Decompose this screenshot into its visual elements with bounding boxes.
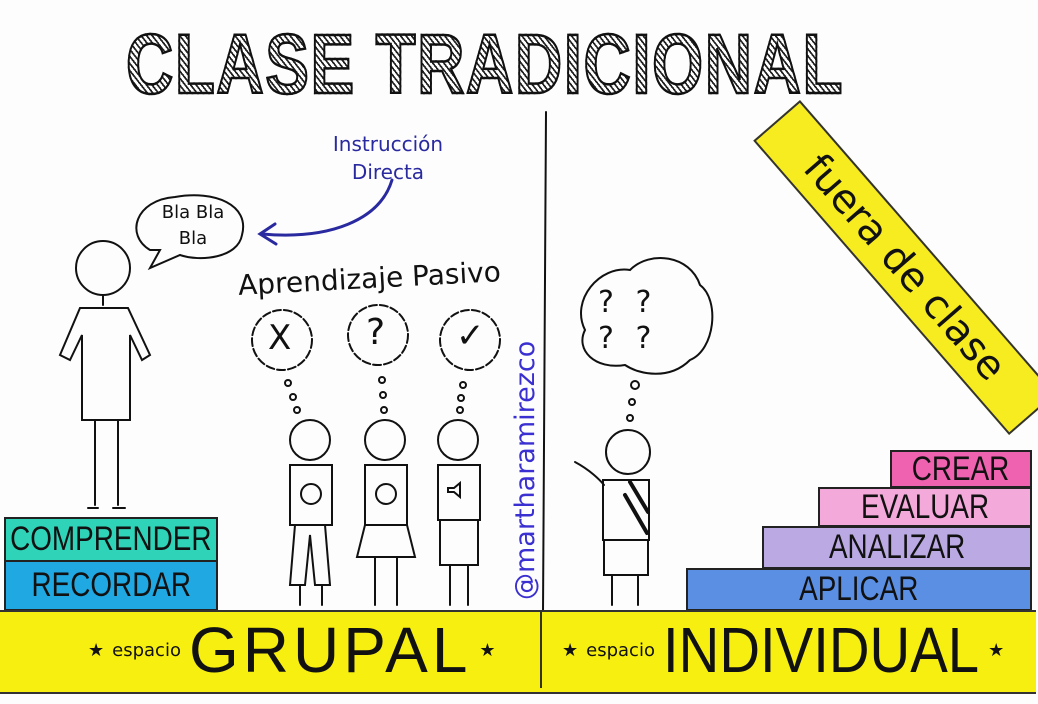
- watermark: @martharamirezco: [510, 340, 541, 600]
- star-icon: ★: [479, 639, 496, 661]
- thought-x: X: [268, 318, 292, 358]
- espacio-label: espacio: [586, 639, 655, 661]
- individual-student: [574, 257, 714, 606]
- individual-label: INDIVIDUAL: [662, 614, 980, 686]
- teacher-figure: [58, 240, 152, 509]
- step-aplicar: APLICAR: [686, 568, 1032, 611]
- thought-check: ✓: [456, 316, 485, 356]
- step-analizar: ANALIZAR: [762, 526, 1032, 569]
- espacio-label: espacio: [112, 639, 181, 661]
- space-band: [0, 610, 1036, 694]
- step-analizar-label: ANALIZAR: [828, 528, 966, 566]
- band-individual: ★ espacio INDIVIDUAL ★: [562, 612, 1004, 688]
- arrow-icon: [260, 178, 394, 237]
- step-aplicar-label: APLICAR: [799, 570, 919, 608]
- band-grupal: ★ espacio GRUPAL ★: [88, 612, 496, 688]
- grupal-label: GRUPAL: [188, 614, 472, 686]
- student-3: [437, 309, 501, 606]
- center-divider: [542, 111, 547, 613]
- page-title: CLASE TRADICIONAL: [107, 21, 864, 108]
- step-comprender-label: COMPRENDER: [10, 520, 212, 558]
- band-divider: [540, 612, 542, 688]
- step-evaluar-label: EVALUAR: [860, 487, 990, 526]
- step-crear-label: CREAR: [912, 450, 1010, 488]
- star-icon: ★: [988, 639, 1005, 661]
- student-1: [251, 309, 333, 606]
- step-recordar-label: RECORDAR: [31, 566, 191, 604]
- thought-questions: ? ? ? ?: [598, 285, 652, 356]
- speech-text: Bla Bla Bla: [161, 202, 225, 249]
- student-2: [347, 304, 417, 606]
- step-evaluar: EVALUAR: [818, 487, 1032, 527]
- speech-bubble: [135, 194, 245, 271]
- instruccion-directa-label: Instrucción Directa: [332, 132, 444, 184]
- star-icon: ★: [562, 639, 579, 661]
- step-recordar: RECORDAR: [4, 560, 218, 611]
- star-icon: ★: [88, 639, 105, 661]
- step-comprender: COMPRENDER: [4, 517, 218, 562]
- thought-question: ?: [366, 312, 386, 353]
- step-crear: CREAR: [890, 450, 1032, 488]
